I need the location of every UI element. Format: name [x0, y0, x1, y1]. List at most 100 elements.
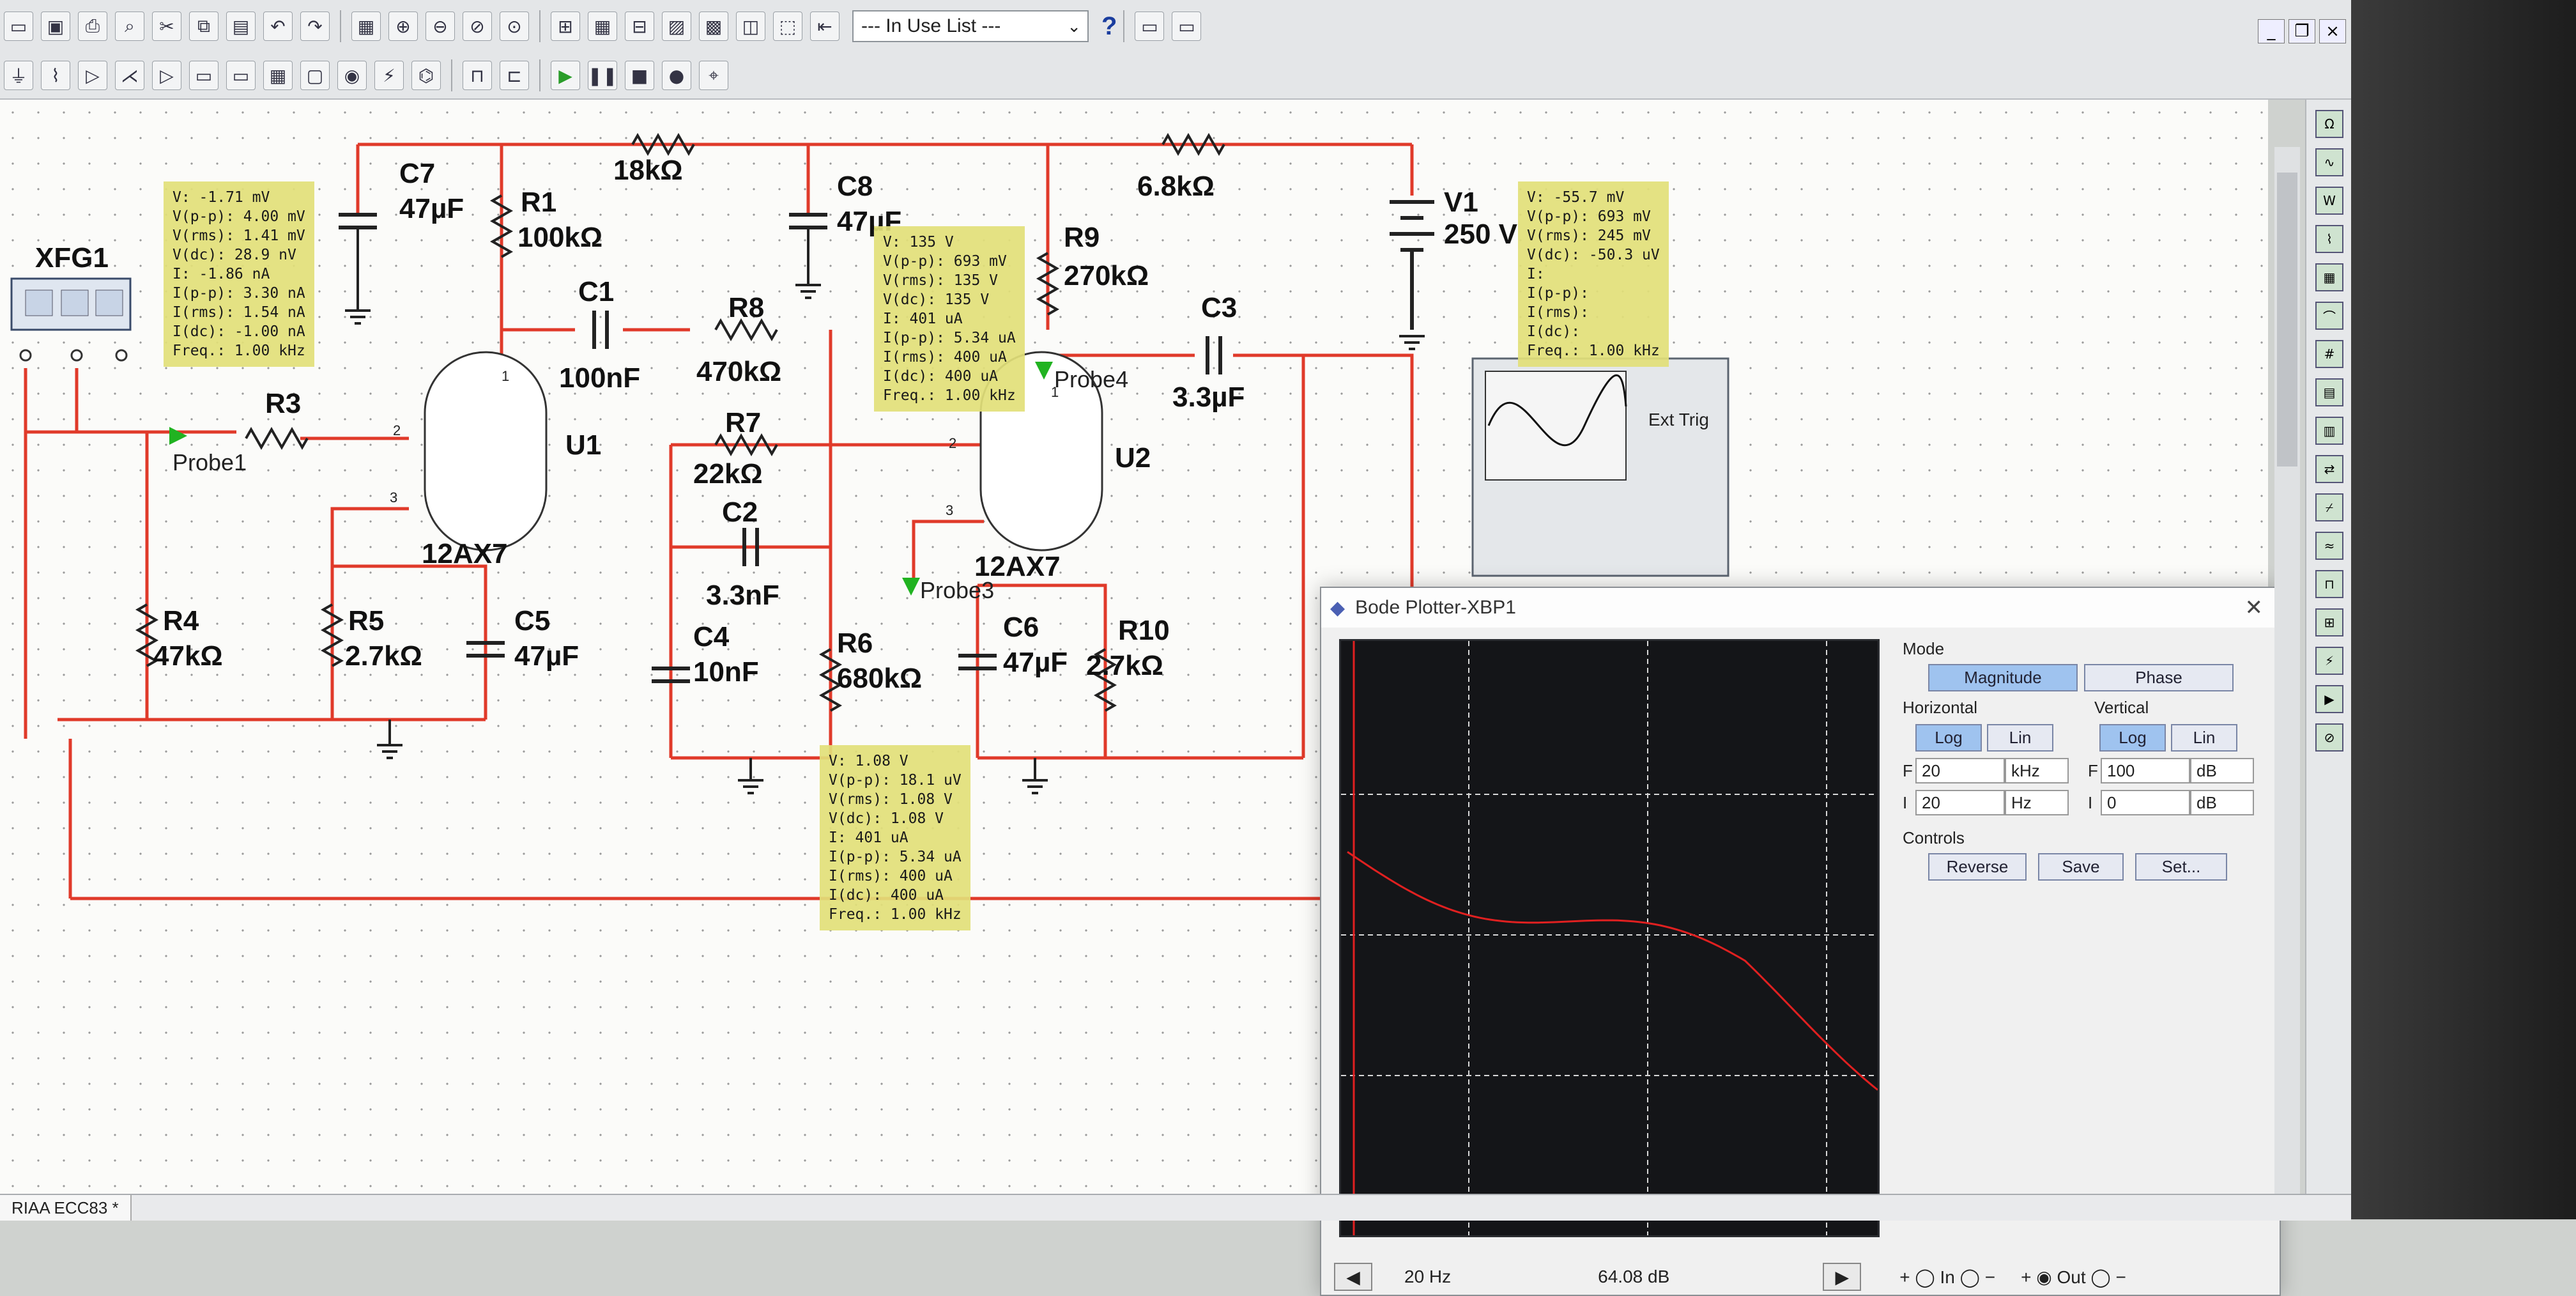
horizontal-lin-button[interactable]: Lin: [1987, 724, 2053, 752]
fullscreen-icon[interactable]: ▦: [351, 12, 381, 41]
mcu-icon[interactable]: ▦: [263, 61, 293, 90]
ni-website-icon[interactable]: ▭: [1172, 12, 1202, 41]
restore-icon[interactable]: ❐: [2288, 19, 2315, 43]
cursor-right-arrow-icon[interactable]: ▶: [1823, 1263, 1862, 1291]
redo-icon[interactable]: ↷: [300, 12, 330, 41]
close-icon[interactable]: ×: [2319, 19, 2346, 43]
power-icon[interactable]: ⚡: [374, 61, 404, 90]
save-icon[interactable]: ▣: [41, 12, 70, 41]
scrollbar-thumb[interactable]: [2277, 173, 2297, 467]
measurement-probe-icon[interactable]: ⚡: [2315, 647, 2343, 675]
h-initial-input[interactable]: 20: [1915, 790, 2005, 815]
copy-icon[interactable]: ⧉: [189, 12, 218, 41]
run-simulation-icon[interactable]: ▶: [551, 61, 580, 90]
database-icon[interactable]: ⊟: [625, 12, 654, 41]
new-file-icon[interactable]: ▭: [4, 12, 33, 41]
distortion-analyzer-icon[interactable]: ≈: [2315, 532, 2343, 560]
diode-icon[interactable]: ▷: [78, 61, 107, 90]
analog-icon[interactable]: ▷: [152, 61, 181, 90]
wattmeter-icon[interactable]: W: [2315, 187, 2343, 215]
transistor-icon[interactable]: ⋌: [115, 61, 144, 90]
v-final-unit[interactable]: dB: [2190, 758, 2254, 783]
h-final-input[interactable]: 20: [1915, 758, 2005, 783]
grapher-icon[interactable]: ▨: [662, 12, 691, 41]
set-button[interactable]: Set...: [2135, 853, 2227, 881]
bode-display[interactable]: [1339, 639, 1880, 1237]
zoom-area-icon[interactable]: ⊘: [463, 12, 492, 41]
paste-icon[interactable]: ▤: [226, 12, 256, 41]
probe-icon[interactable]: ●: [662, 61, 691, 90]
minimize-icon[interactable]: _: [2258, 19, 2285, 43]
bode-plotter-window[interactable]: ◆ Bode Plotter-XBP1 ✕ Mode Magnitude Pha…: [1320, 587, 2281, 1296]
logic-converter-icon[interactable]: ⇄: [2315, 455, 2343, 483]
education-icon[interactable]: ▭: [1135, 12, 1165, 41]
oscilloscope-icon[interactable]: ⌇: [2315, 225, 2343, 253]
document-tab[interactable]: RIAA ECC83 *: [0, 1195, 132, 1221]
rf-icon[interactable]: ⌬: [411, 61, 441, 90]
hierarchical-block-icon[interactable]: ⊏: [500, 61, 529, 90]
v-final-input[interactable]: 100: [2101, 758, 2190, 783]
in-terminal[interactable]: + ◯ In ◯ −: [1899, 1267, 1996, 1287]
zoom-in-icon[interactable]: ⊕: [388, 12, 418, 41]
pause-simulation-icon[interactable]: ❚❚: [588, 61, 617, 90]
frequency-counter-icon[interactable]: #: [2315, 340, 2343, 368]
reverse-button[interactable]: Reverse: [1928, 853, 2027, 881]
phase-button[interactable]: Phase: [2084, 664, 2234, 691]
misc-icon[interactable]: ▢: [300, 61, 330, 90]
save-button[interactable]: Save: [2038, 853, 2124, 881]
iv-analyzer-icon[interactable]: ⌿: [2315, 493, 2343, 521]
vertical-lin-button[interactable]: Lin: [2171, 724, 2237, 752]
out-terminal[interactable]: + ◉ Out ◯ −: [2021, 1267, 2126, 1287]
network-analyzer-icon[interactable]: ⊞: [2315, 608, 2343, 636]
word-generator-icon[interactable]: ▤: [2315, 378, 2343, 406]
hierarchy-icon[interactable]: ⊞: [551, 12, 580, 41]
bode-plotter-icon[interactable]: ⌒: [2315, 302, 2343, 330]
basic-icon[interactable]: ⌇: [41, 61, 70, 90]
bode-title-bar[interactable]: ◆ Bode Plotter-XBP1 ✕: [1321, 588, 2280, 628]
breadboard-icon[interactable]: ⬚: [773, 12, 802, 41]
bus-icon[interactable]: ⊓: [463, 61, 492, 90]
stop-simulation-icon[interactable]: ■: [625, 61, 654, 90]
help-button[interactable]: ?: [1101, 12, 1117, 40]
postprocessor-icon[interactable]: ▩: [699, 12, 728, 41]
in-use-list-dropdown[interactable]: --- In Use List --- ⌄: [852, 10, 1089, 42]
four-channel-scope-icon[interactable]: ▦: [2315, 263, 2343, 291]
magnitude-button[interactable]: Magnitude: [1928, 664, 2078, 691]
erc-icon[interactable]: ◫: [736, 12, 765, 41]
print-icon[interactable]: ⎙: [78, 12, 107, 41]
probe-settings-icon[interactable]: ⌖: [699, 61, 728, 90]
multimeter-icon[interactable]: Ω: [2315, 110, 2343, 138]
vertical-log-button[interactable]: Log: [2099, 724, 2166, 752]
logic-analyzer-icon[interactable]: ▥: [2315, 417, 2343, 445]
source-icon[interactable]: ⏚: [4, 61, 33, 90]
spectrum-analyzer-icon[interactable]: ⊓: [2315, 570, 2343, 598]
h-initial-unit[interactable]: Hz: [2005, 790, 2069, 815]
ttl-icon[interactable]: ▭: [189, 61, 218, 90]
current-probe-icon[interactable]: ⊘: [2315, 723, 2343, 752]
schematic-canvas[interactable]: XFG1 C7 47µF R1 100kΩ 18kΩ C8 47µF R9 27…: [0, 100, 2281, 1296]
function-generator-icon[interactable]: ∿: [2315, 148, 2343, 176]
c5-value: 47µF: [514, 640, 579, 672]
horizontal-log-button[interactable]: Log: [1915, 724, 1982, 752]
spreadsheet-icon[interactable]: ▦: [588, 12, 617, 41]
print-preview-icon[interactable]: ⌕: [115, 12, 144, 41]
undo-icon[interactable]: ↶: [263, 12, 293, 41]
back-annotate-icon[interactable]: ⇤: [810, 12, 839, 41]
close-icon[interactable]: ✕: [2244, 595, 2264, 621]
cut-icon[interactable]: ✂: [152, 12, 181, 41]
cursor-left-arrow-icon[interactable]: ◀: [1334, 1263, 1372, 1291]
h-final-unit[interactable]: kHz: [2005, 758, 2069, 783]
vertical-scrollbar[interactable]: [2274, 147, 2300, 1195]
v-initial-unit[interactable]: dB: [2190, 790, 2254, 815]
indicator-icon[interactable]: ◉: [337, 61, 367, 90]
v-initial-input[interactable]: 0: [2101, 790, 2190, 815]
labview-icon[interactable]: ▶: [2315, 685, 2343, 713]
cmos-icon[interactable]: ▭: [226, 61, 256, 90]
probe3-label: Probe3: [920, 577, 994, 603]
zoom-out-icon[interactable]: ⊖: [425, 12, 455, 41]
zoom-fit-icon[interactable]: ⊙: [500, 12, 529, 41]
